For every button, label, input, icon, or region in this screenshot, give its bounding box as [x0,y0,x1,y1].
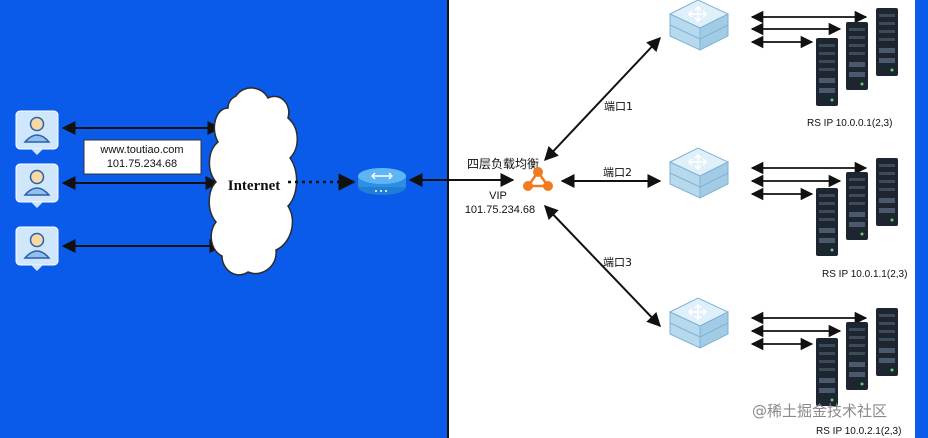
vip-label: VIP [489,190,507,202]
rs-ip-label: RS IP 10.0.0.1(2,3) [807,118,892,129]
rs-ip-label: RS IP 10.0.1.1(2,3) [822,269,907,280]
lb-switch-link [544,204,661,328]
right-edge-strip [915,0,928,438]
user-icon [15,163,59,209]
internet-label: Internet [228,178,281,194]
port-label: 端口2 [603,166,632,179]
switch-icon [669,297,729,349]
port-label: 端口3 [603,256,632,269]
domain-label: www.toutiao.com [99,144,183,156]
lb-switch-link [544,36,661,162]
rs-ip-label: RS IP 10.0.2.1(2,3) [816,426,901,437]
domain-ip: 101.75.234.68 [107,158,177,170]
vip-ip: 101.75.234.68 [465,204,535,216]
load-balancer-icon [523,167,553,191]
user-icon [15,226,59,272]
domain-box [83,139,202,175]
server-rack-icon [816,308,898,406]
port-label: 端口1 [604,100,633,113]
server-rack-icon [816,8,898,106]
switch-icon [669,0,729,51]
datacenter-zone-background [447,0,917,438]
user-icon [15,110,59,156]
server-rack-icon [816,158,898,256]
switch-icon [669,147,729,199]
lb-label: 四层负载均衡 [467,157,539,171]
cloud-icon [208,87,298,276]
watermark: @稀土掘金技术社区 [752,402,887,420]
router-icon [358,168,406,195]
